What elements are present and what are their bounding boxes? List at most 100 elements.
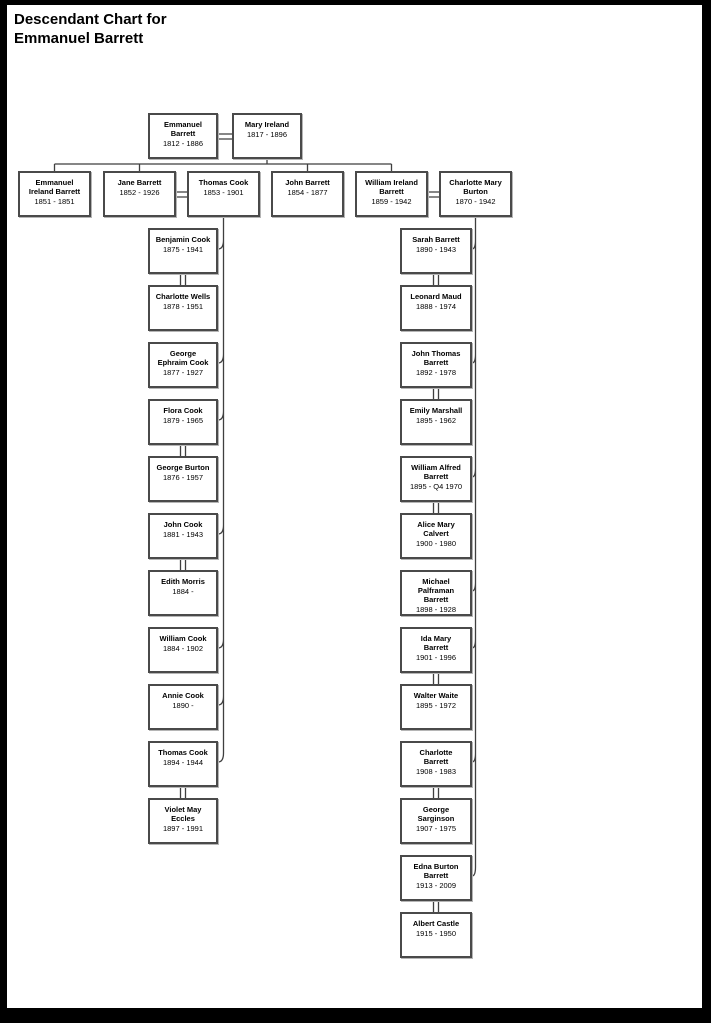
person-name: Emmanuel Barrett [164,120,202,138]
person-dates: 1854 - 1877 [287,188,328,197]
person-name: Sarah Barrett [412,235,460,244]
person-name: Walter Waite [413,691,459,700]
person-name: Jane Barrett [117,178,162,187]
person-dates: 1870 - 1942 [455,197,496,206]
person-dates: 1878 - 1951 [162,302,204,311]
person-name: George Burton [156,463,210,472]
person-name: John Thomas Barrett [411,349,461,367]
person-dates: 1894 - 1944 [162,758,204,767]
person-name: Emmanuel Ireland Barrett [28,178,81,196]
person-name: Leonard Maud [410,292,462,301]
person-dates: 1859 - 1942 [371,197,412,206]
person-name: Edith Morris [161,577,205,586]
chart-title-line1: Descendant Chart for [14,11,167,28]
chart-title-line2: Emmanuel Barrett [14,30,144,47]
person-name: Thomas Cook [198,178,249,187]
person-dates: 1879 - 1965 [162,416,204,425]
person-dates: 1907 - 1975 [415,824,457,833]
person-name: John Cook [163,520,203,529]
person-dates: 1852 - 1926 [119,188,160,197]
person-dates: 1908 - 1983 [415,767,457,776]
person-name: Emily Marshall [409,406,463,415]
person-name: Michael Palframan Barrett [417,577,455,604]
person-dates: 1876 - 1957 [162,473,204,482]
person-name: George Sarginson [417,805,455,823]
person-dates: 1884 - 1902 [162,644,204,653]
person-dates: 1895 - 1972 [415,701,457,710]
person-name: Albert Castle [412,919,460,928]
person-dates: 1895 - 1962 [415,416,457,425]
person-dates: 1851 - 1851 [34,197,75,206]
person-name: Thomas Cook [158,748,208,757]
person-dates: 1898 - 1928 [415,605,457,614]
person-dates: 1892 - 1978 [415,368,457,377]
chart-title: Descendant Chart for Emmanuel Barrett [14,10,167,48]
person-name: Charlotte Mary Burton [449,178,502,196]
person-dates: 1897 - 1991 [162,824,204,833]
person-dates: 1817 - 1896 [246,130,288,139]
person-name: Benjamin Cook [155,235,211,244]
person-dates: 1900 - 1980 [415,539,457,548]
person-name: John Barrett [285,178,330,187]
person-dates: 1890 - 1943 [415,245,457,254]
person-dates: 1875 - 1941 [162,245,204,254]
person-dates: 1853 - 1901 [203,188,244,197]
person-name: William Cook [159,634,207,643]
person-dates: 1877 - 1927 [162,368,204,377]
person-name: Flora Cook [163,406,203,415]
person-name: Ida Mary Barrett [420,634,452,652]
person-name: William Alfred Barrett [411,463,461,481]
person-name: Edna Burton Barrett [413,862,459,880]
person-name: George Ephraim Cook [157,349,209,367]
person-name: Charlotte Barrett [419,748,453,766]
person-dates: 1913 - 2009 [415,881,457,890]
person-dates: 1881 - 1943 [162,530,204,539]
person-dates: 1888 - 1974 [415,302,457,311]
person-dates: 1884 - [172,587,194,596]
person-dates: 1895 - Q4 1970 [409,482,463,491]
person-dates: 1901 - 1996 [415,653,457,662]
person-dates: 1915 - 1950 [415,929,457,938]
person-name: Mary Ireland [244,120,290,129]
person-name: Annie Cook [162,691,204,700]
person-name: Charlotte Wells [155,292,211,301]
person-name: Violet May Eccles [164,805,202,823]
person-name: Alice Mary Calvert [417,520,455,538]
person-name: William Ireland Barrett [365,178,418,196]
